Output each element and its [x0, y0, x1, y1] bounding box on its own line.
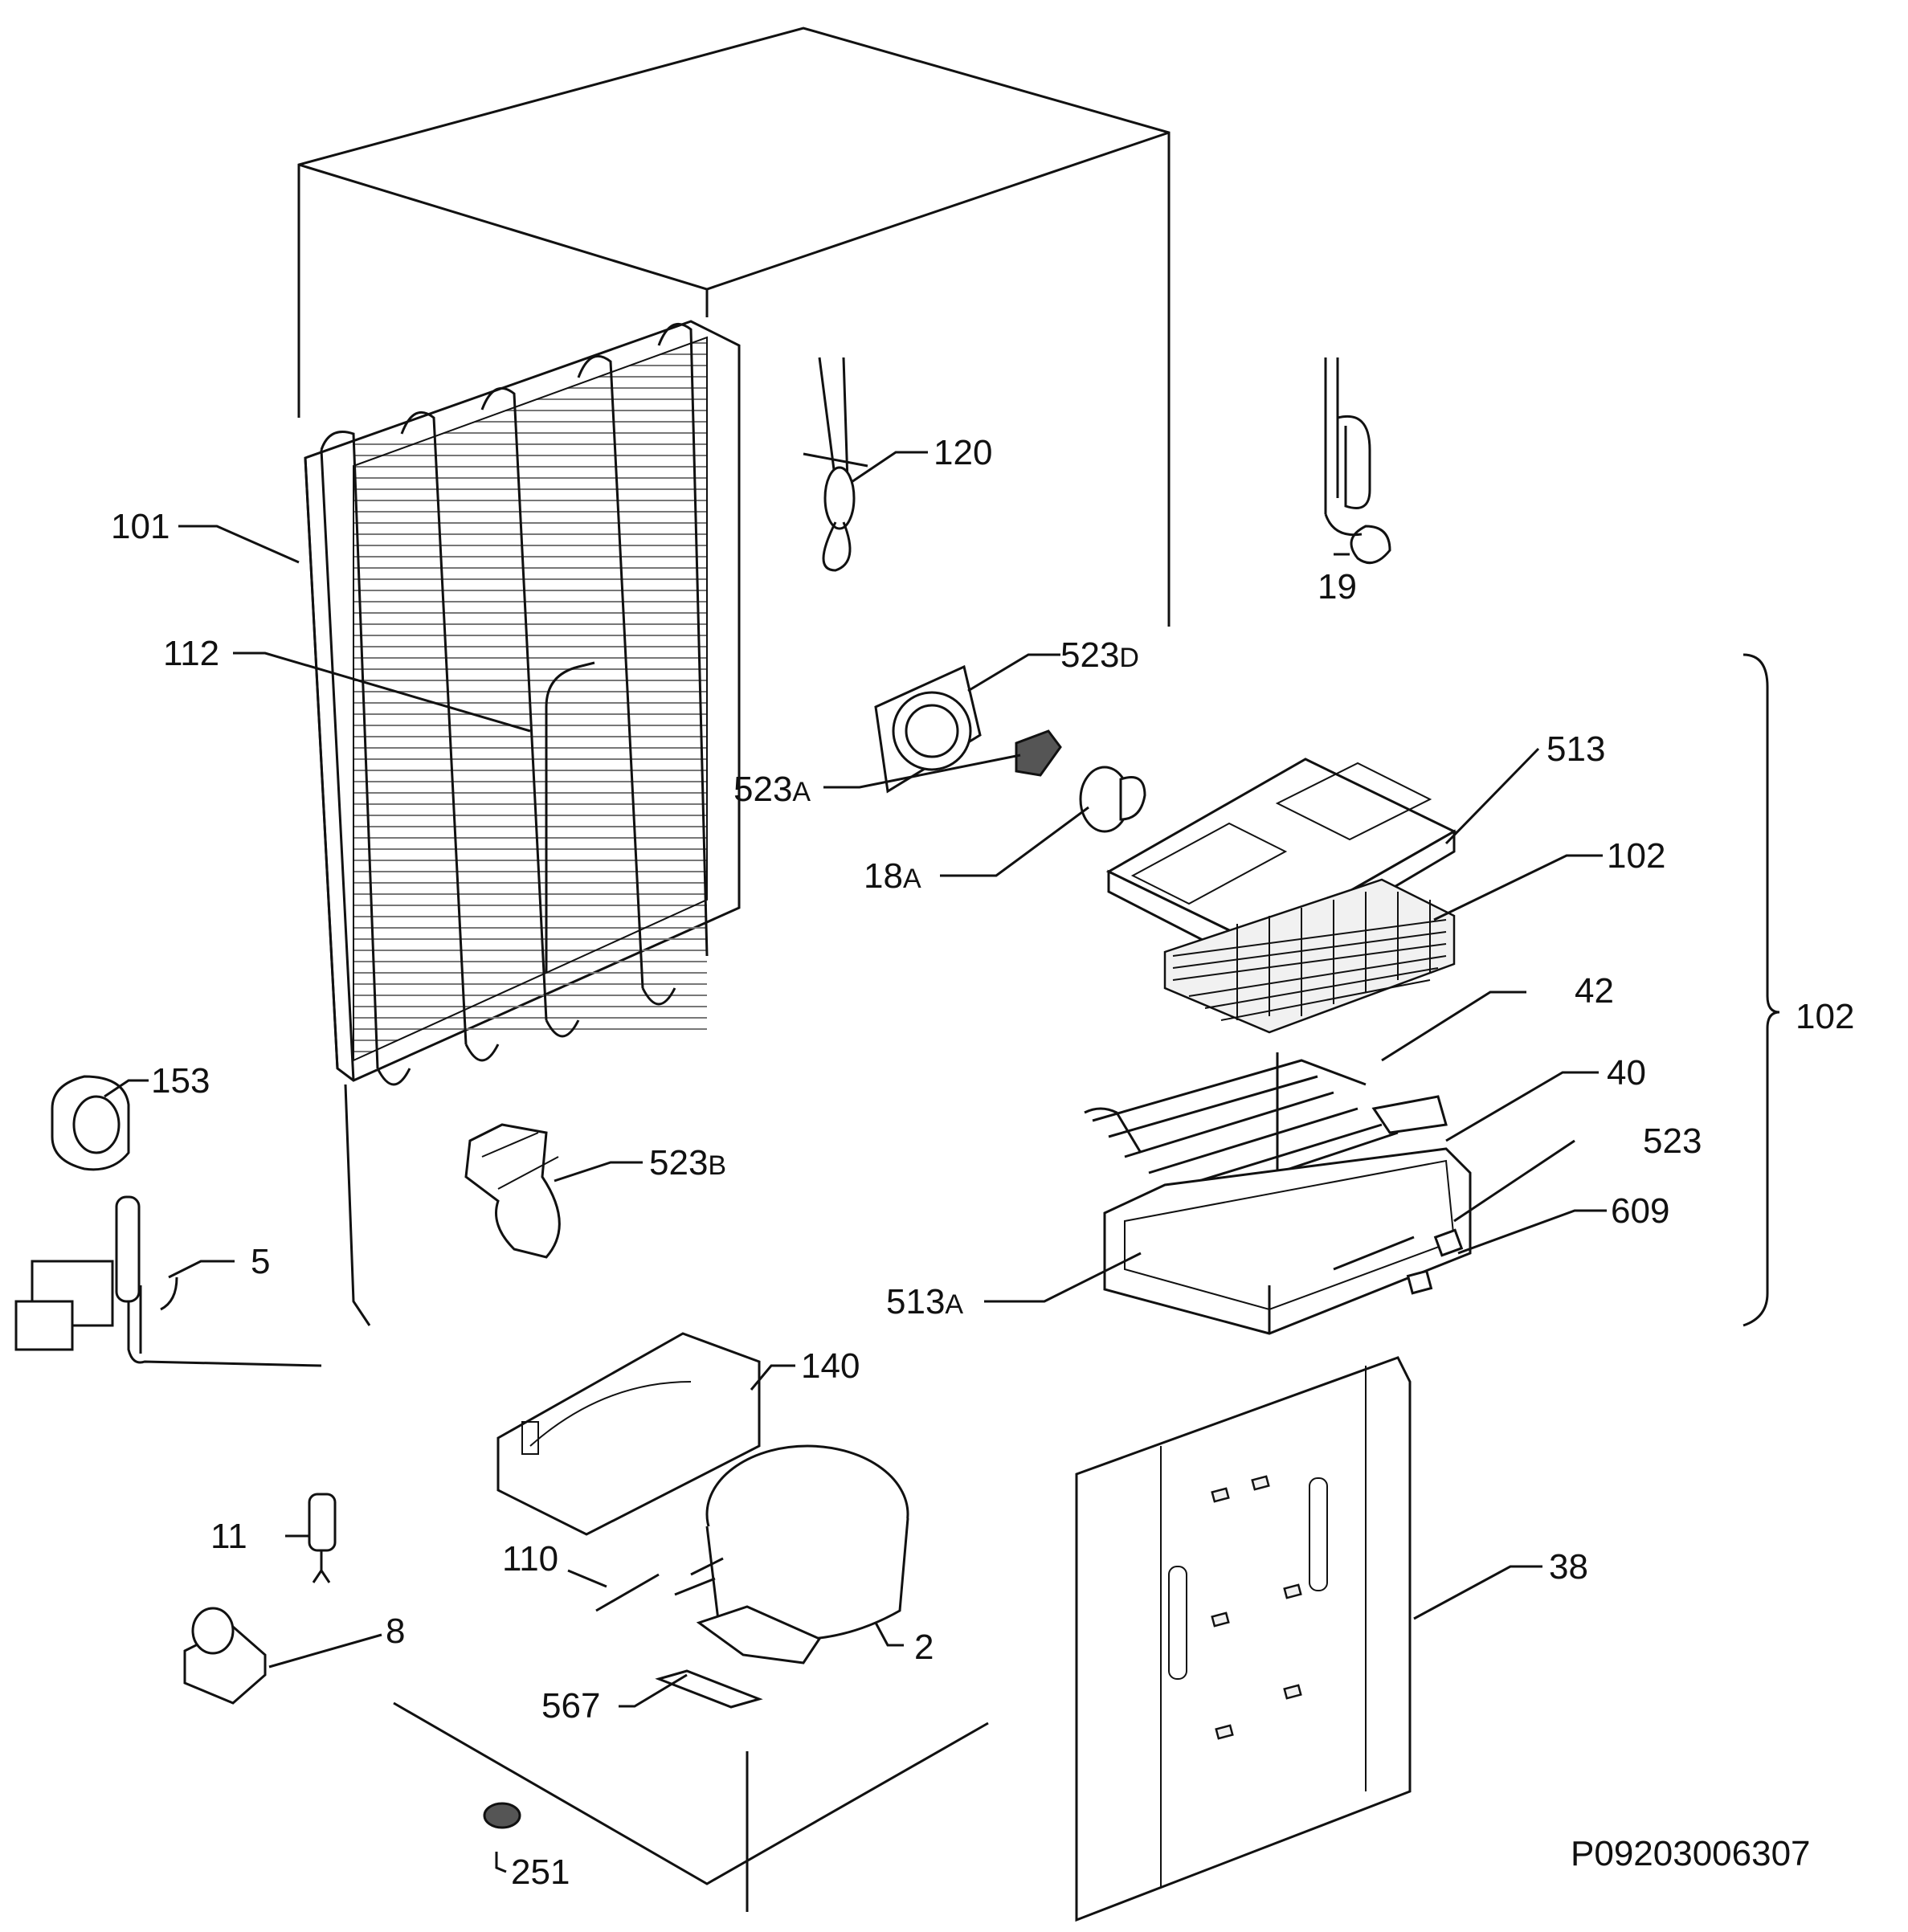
drawing-code: P09203006307 [1571, 1834, 1811, 1873]
condenser [304, 320, 741, 1326]
sensor-probe [308, 1493, 337, 1583]
cabinet-outline [297, 27, 1171, 1912]
pipe-stub [595, 1573, 660, 1612]
foot-cap [483, 1802, 521, 1829]
capillary-tube [803, 357, 868, 572]
label-567: 567 [541, 1686, 600, 1726]
label-19: 19 [1318, 567, 1357, 607]
label-18a: 18A [864, 856, 921, 896]
label-112: 112 [163, 634, 219, 673]
group-bracket [1743, 653, 1780, 1327]
label-523a: 523A [733, 770, 811, 809]
label-110: 110 [502, 1539, 558, 1579]
label-2: 2 [914, 1628, 934, 1667]
fan-motor [1079, 766, 1146, 833]
label-609: 609 [1611, 1191, 1669, 1231]
clamp-holder [183, 1607, 267, 1705]
clip-part [1015, 729, 1062, 777]
label-102-evaporator: 102 [1607, 836, 1665, 876]
label-40: 40 [1607, 1053, 1646, 1093]
label-153: 153 [151, 1061, 210, 1101]
part-labels: 101 112 120 19 523D 523A 18A 513 102 102… [111, 433, 1854, 1892]
label-38: 38 [1549, 1547, 1588, 1587]
leader-lines [104, 451, 1607, 1873]
heater-rack [1084, 1052, 1448, 1199]
label-5: 5 [251, 1242, 270, 1281]
label-251: 251 [511, 1852, 570, 1892]
label-523d: 523D [1060, 635, 1139, 675]
label-120: 120 [934, 433, 992, 472]
compressor-tray [496, 1332, 761, 1536]
label-140: 140 [801, 1346, 860, 1386]
drain-hose [545, 661, 595, 972]
drip-tray [1103, 1147, 1472, 1335]
heater-element [1324, 357, 1391, 565]
wall-bracket [464, 1123, 561, 1259]
label-102-group: 102 [1796, 997, 1854, 1036]
label-101: 101 [111, 507, 170, 546]
small-block [1433, 1228, 1464, 1257]
label-513a: 513A [886, 1282, 963, 1321]
fan-housing [874, 664, 982, 794]
compressor [674, 1444, 909, 1664]
filter-drier [14, 1195, 322, 1367]
back-panel [1075, 1356, 1412, 1922]
label-42: 42 [1575, 971, 1614, 1011]
label-11: 11 [210, 1517, 247, 1556]
label-523: 523 [1643, 1121, 1702, 1161]
label-523b: 523B [649, 1143, 726, 1182]
label-8: 8 [386, 1611, 405, 1651]
mounting-plate [655, 1669, 763, 1709]
evaporator [1163, 878, 1456, 1034]
grommet [51, 1075, 130, 1171]
label-513: 513 [1546, 729, 1605, 769]
small-block [1406, 1269, 1433, 1295]
